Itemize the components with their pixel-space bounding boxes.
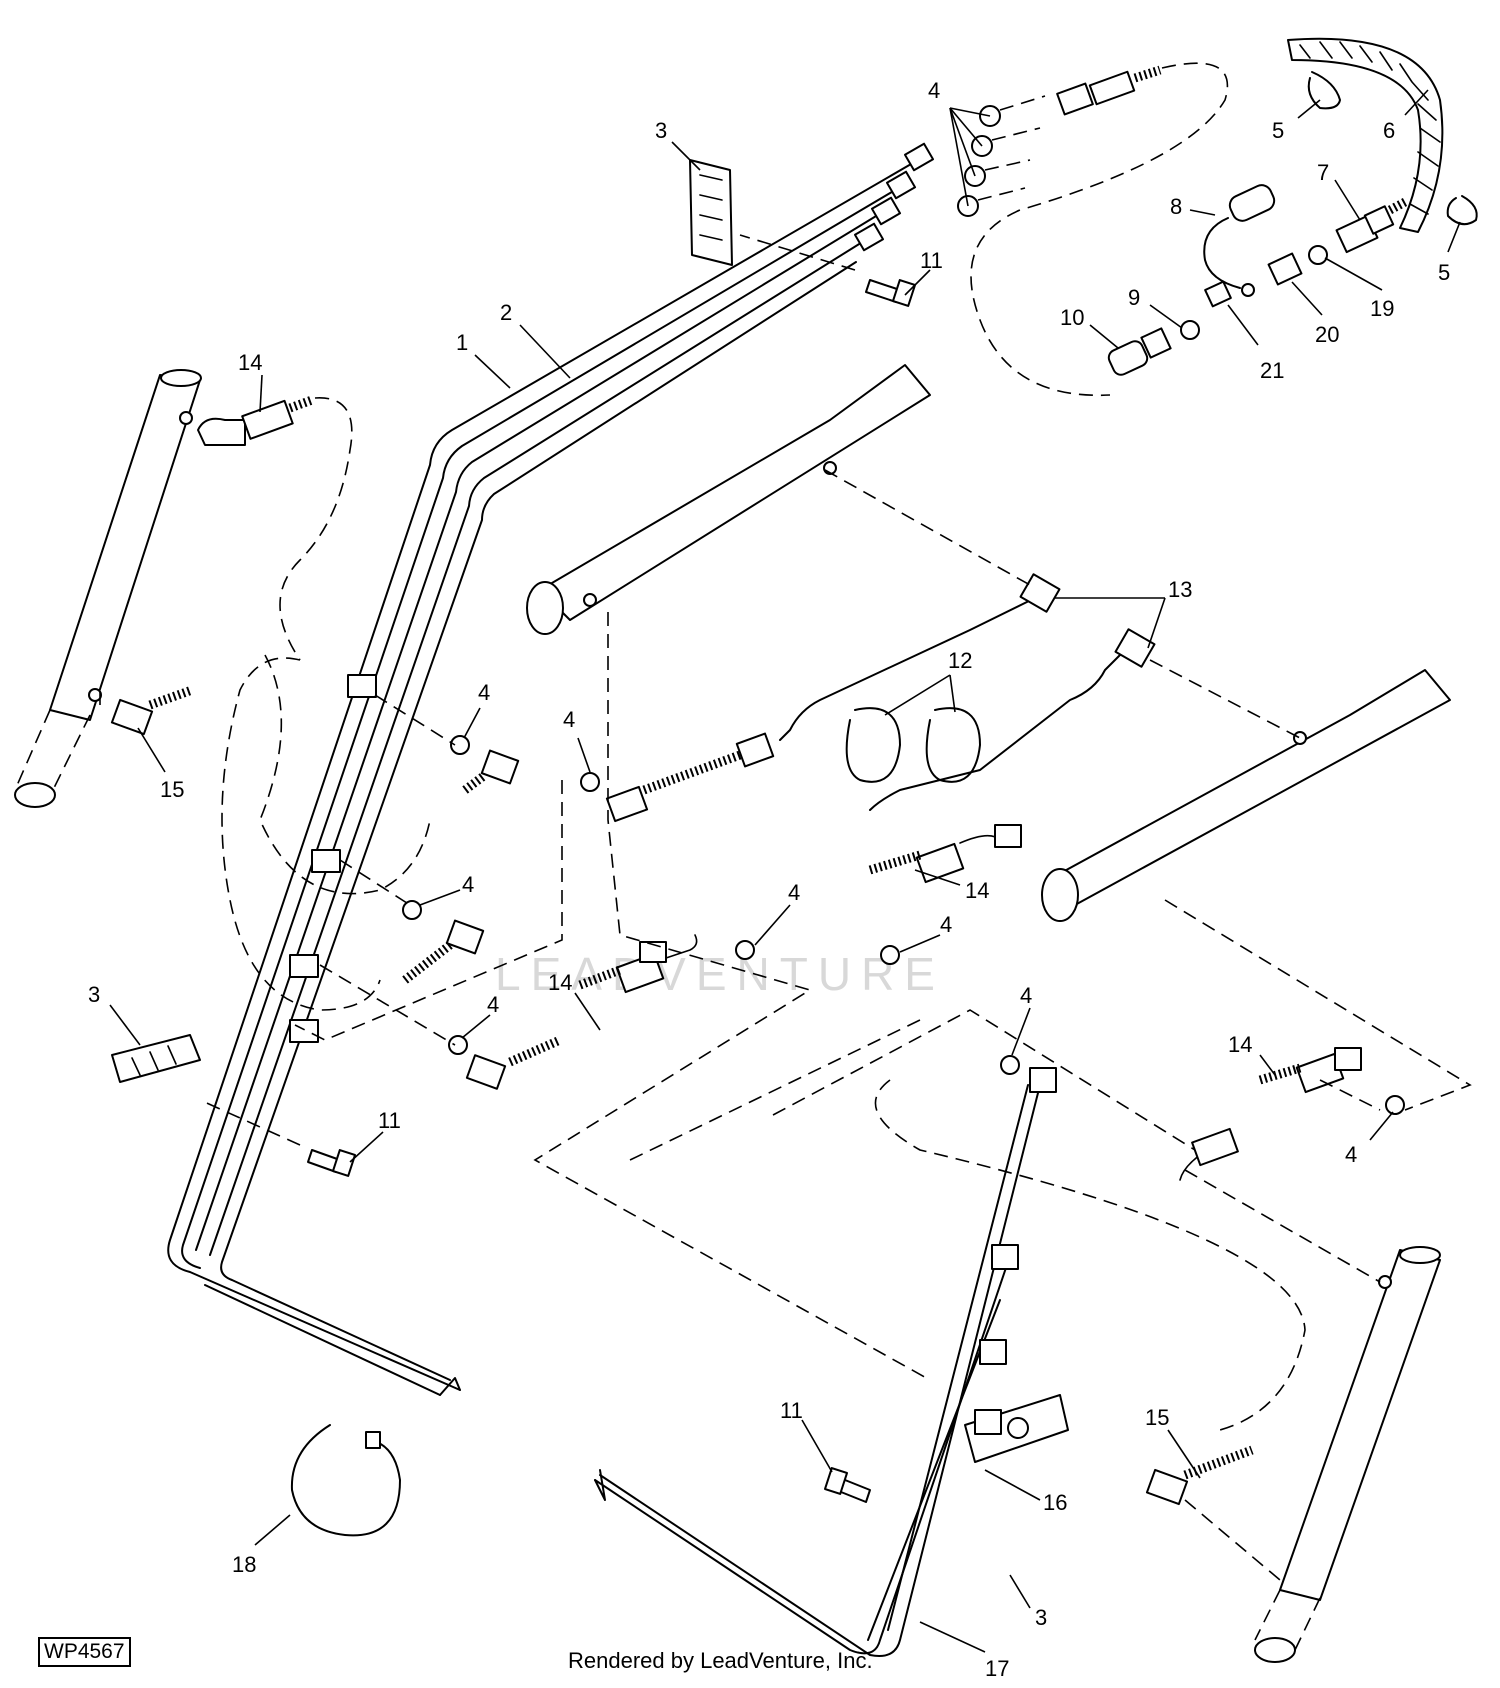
callout-9: 9: [1128, 285, 1140, 310]
callout-4-e: 4: [788, 880, 800, 905]
callout-15-right: 15: [1145, 1405, 1169, 1430]
small-fittings: [1107, 245, 1328, 376]
callout-14-top: 14: [238, 350, 262, 375]
callout-12: 12: [948, 648, 972, 673]
bolts: [199, 234, 917, 1503]
diagram-id-label: WP4567: [38, 1637, 131, 1667]
callout-4-h: 4: [1345, 1142, 1357, 1167]
o-rings-top: [957, 95, 1046, 217]
sensor-8: [1203, 184, 1276, 297]
callout-3-top: 3: [655, 118, 667, 143]
tube-end-fittings: [853, 142, 935, 252]
callout-11-left: 11: [378, 1108, 401, 1133]
callout-4-b: 4: [563, 707, 575, 732]
callout-5-right: 5: [1438, 260, 1450, 285]
callout-14-mid: 14: [965, 878, 989, 903]
elbows-15: [110, 685, 1254, 1506]
callout-5-top: 5: [1272, 118, 1284, 143]
callout-11-top: 11: [920, 248, 943, 273]
callout-3-bottom: 3: [1035, 1605, 1047, 1630]
callout-4-g: 4: [1020, 983, 1032, 1008]
callout-18: 18: [232, 1552, 256, 1577]
fitting-7: [1335, 198, 1408, 254]
clips-12: [845, 707, 981, 783]
routing-dashes: [99, 469, 1472, 1581]
watermark-text: LEADVENTURE: [495, 948, 945, 1000]
callout-labels: 1 2 3 3 3 4 4 4 4 4 4 4 4 4 5 5 6: [88, 78, 1461, 1681]
callout-11-bottom: 11: [780, 1398, 803, 1423]
snap-rings: [1307, 71, 1478, 226]
tube-bundle: [167, 159, 919, 1396]
bundle-fittings-left: [289, 674, 562, 1090]
callout-3-left: 3: [88, 982, 100, 1007]
upper-right-fitting: [970, 62, 1229, 397]
right-lower-cylinder: [1254, 1246, 1441, 1663]
callout-4-top: 4: [928, 78, 940, 103]
callout-4-f: 4: [940, 912, 952, 937]
callout-8: 8: [1170, 194, 1182, 219]
callout-10: 10: [1060, 305, 1084, 330]
strap-18: [290, 1424, 401, 1537]
tubes-13: [779, 573, 1156, 811]
callout-15-left: 15: [160, 777, 184, 802]
callout-6: 6: [1383, 118, 1395, 143]
callout-4-c: 4: [462, 872, 474, 897]
callout-4-a: 4: [478, 680, 490, 705]
clamp-blocks: [111, 159, 1069, 1463]
hoses-14: [197, 395, 1362, 1181]
callout-2: 2: [500, 300, 512, 325]
callout-14-right: 14: [1228, 1032, 1252, 1057]
middle-cylinders: [526, 364, 1451, 922]
callout-17: 17: [985, 1656, 1009, 1681]
callout-21: 21: [1260, 358, 1284, 383]
callout-7: 7: [1317, 160, 1329, 185]
callout-1: 1: [456, 330, 468, 355]
o-rings-misc: [402, 735, 1405, 1115]
left-cylinder: [14, 369, 202, 808]
callout-14-low: 14: [548, 970, 572, 995]
callout-19: 19: [1370, 296, 1394, 321]
right-tube-bundle: [594, 1067, 1057, 1657]
callout-20: 20: [1315, 322, 1339, 347]
callout-4-d: 4: [487, 992, 499, 1017]
callout-13: 13: [1168, 577, 1192, 602]
braided-sleeve: [1287, 37, 1444, 233]
render-credit: Rendered by LeadVenture, Inc.: [568, 1648, 873, 1673]
callout-16: 16: [1043, 1490, 1067, 1515]
